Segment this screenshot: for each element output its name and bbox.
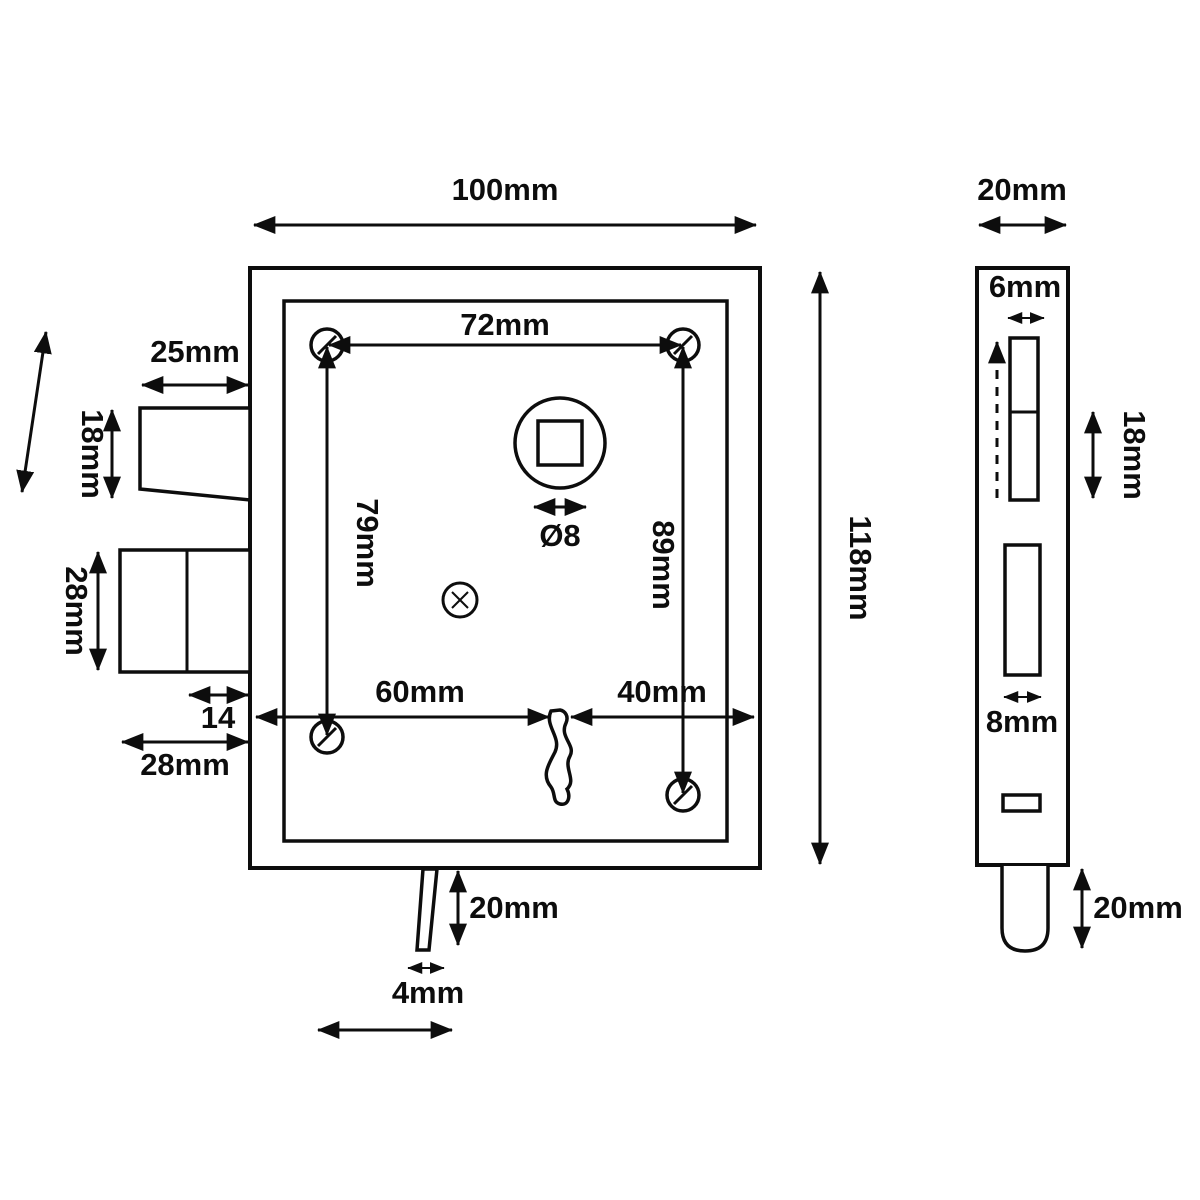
dim-label-spindle: Ø8 xyxy=(539,518,580,553)
dim-label-front-width: 100mm xyxy=(452,172,559,207)
dim-label-latch-depth: 25mm xyxy=(150,334,240,369)
dim-label-keyhole-left: 60mm xyxy=(375,674,465,709)
dim-label-deadbolt-height: 28mm xyxy=(59,566,94,656)
dim-label-side-tab-length: 20mm xyxy=(1093,890,1183,925)
dim-label-deadbolt-depth: 28mm xyxy=(140,747,230,782)
dim-label-latch-height: 18mm xyxy=(75,409,110,499)
side-deadbolt xyxy=(1003,543,1042,677)
key-stem xyxy=(415,867,439,952)
dim-label-deadbolt-step: 14 xyxy=(201,700,236,735)
side-slot xyxy=(1001,793,1042,813)
latch-bolt xyxy=(138,406,252,502)
deadbolt xyxy=(118,548,252,674)
dim-label-keyhole-right: 40mm xyxy=(617,674,707,709)
dim-label-right-screw-height: 89mm xyxy=(646,520,681,610)
front-inner-plate xyxy=(282,299,729,843)
diagonal-direction-arrow xyxy=(16,330,52,494)
spindle-square xyxy=(536,419,584,467)
dim-label-screw-span: 72mm xyxy=(460,307,550,342)
dim-label-left-screw-height: 79mm xyxy=(350,498,385,588)
side-latch-bolt xyxy=(1008,336,1040,502)
keyhole xyxy=(544,708,574,807)
dim-label-key-length: 20mm xyxy=(469,890,559,925)
dim-label-front-height: 118mm xyxy=(843,515,878,620)
dim-label-side-deadbolt-width: 8mm xyxy=(986,704,1058,739)
dim-label-side-latch-width: 6mm xyxy=(989,269,1061,304)
side-bottom-tab xyxy=(1000,866,1050,953)
dim-label-side-width: 20mm xyxy=(977,172,1067,207)
center-mark xyxy=(441,581,479,619)
dim-label-side-latch-height: 18mm xyxy=(1117,410,1152,500)
dim-label-key-width: 4mm xyxy=(392,975,464,1010)
